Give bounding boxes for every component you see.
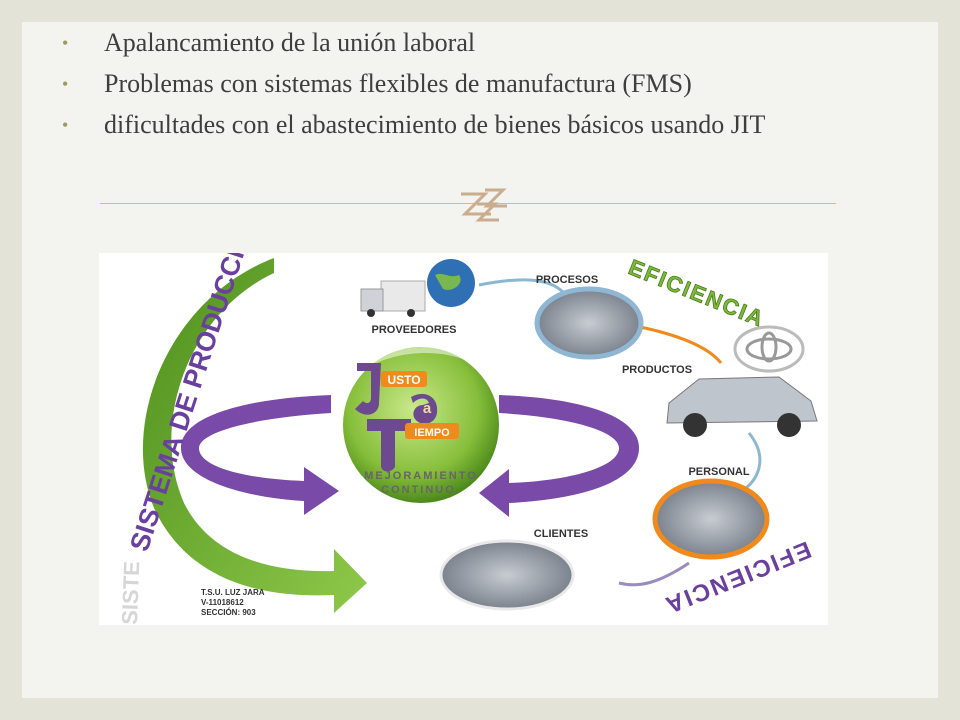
bullet-list: • Apalancamiento de la unión laboral • Pro… (62, 28, 852, 151)
node-proveedores: PROVEEDORES (372, 324, 457, 336)
bullet-text: Problemas con sistemas flexibles de manu… (104, 69, 692, 98)
purple-arrow-right (479, 395, 639, 517)
bullet-item: • Apalancamiento de la unión laboral (62, 28, 852, 58)
node-personal: PERSONAL (688, 466, 749, 478)
diagram-canvas: USTO a IEMPO MEJORAMIENTO CONTINUO. SIST… (117, 253, 818, 625)
credit-line: T.S.U. LUZ JARA (201, 588, 265, 597)
sistema-produccion-label: SISTEMA DE PRODUCCIÓN (123, 253, 263, 555)
green-arrow (142, 258, 367, 613)
center-caption-2: CONTINUO. (381, 484, 461, 496)
bullet-item: • dificultades con el abastecimiento de b… (62, 110, 852, 140)
ornament-icon (461, 188, 507, 222)
eficiencia-top-label: EFICIENCIA (625, 254, 769, 331)
sistema-echo-label: SISTE (117, 561, 144, 625)
a-text: a (423, 400, 432, 417)
truck-icon (360, 280, 426, 317)
bullet-dot-icon: • (62, 33, 69, 53)
bullet-dot-icon: • (62, 115, 69, 135)
bullet-text: Apalancamiento de la unión laboral (104, 28, 476, 57)
center-figure-t (367, 419, 411, 472)
bullet-dot-icon: • (62, 74, 69, 94)
link-arrow (618, 561, 690, 587)
iempo-plate (405, 423, 459, 439)
node-productos: PRODUCTOS (622, 364, 692, 376)
center-figure-j (355, 363, 381, 415)
credit-line: SECCIÓN: 903 (201, 608, 256, 617)
divider-line (100, 203, 836, 204)
node-procesos: PROCESOS (536, 274, 598, 286)
usto-text: USTO (387, 373, 420, 387)
iempo-text: IEMPO (414, 427, 450, 439)
toyota-logo-icon (733, 325, 805, 373)
purple-arrow-left (181, 395, 339, 515)
bullet-item: • Problemas con sistemas flexibles de man… (62, 69, 852, 99)
jit-diagram: USTO a IEMPO MEJORAMIENTO CONTINUO. SIST… (99, 253, 828, 625)
node-clientes: CLIENTES (534, 528, 588, 540)
usto-plate (381, 371, 427, 387)
center-caption-1: MEJORAMIENTO (364, 470, 478, 482)
clientes-photo (439, 539, 575, 611)
credit-line: V-11018612 (201, 598, 244, 607)
personal-photo (652, 478, 770, 560)
procesos-photo (534, 286, 644, 360)
car-icon (666, 376, 818, 437)
bullet-text: dificultades con el abastecimiento de bi… (104, 110, 766, 139)
link-arrow (738, 432, 762, 495)
center-figure-a (411, 393, 438, 424)
